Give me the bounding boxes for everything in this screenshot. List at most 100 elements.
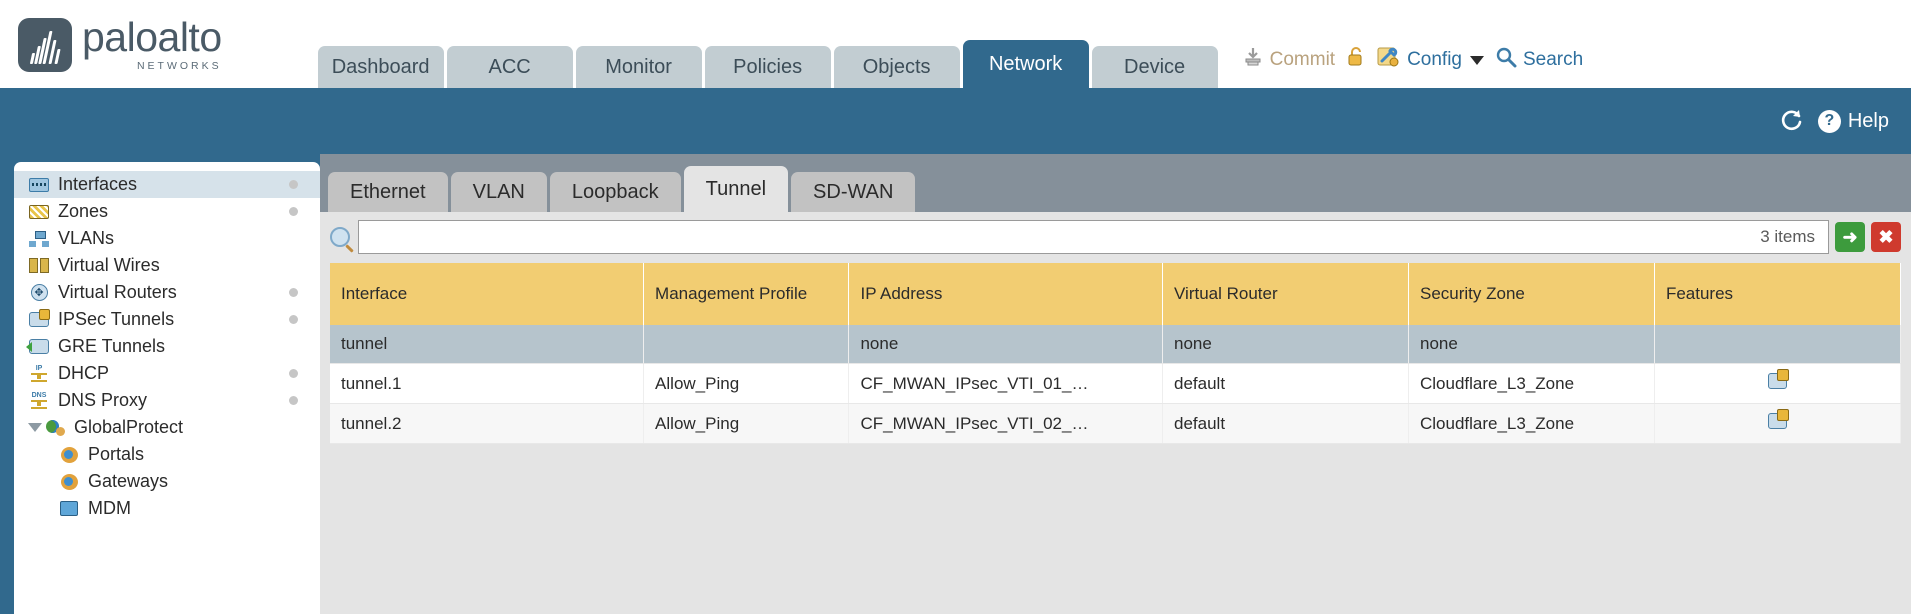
sidebar-item-label: Virtual Wires	[58, 255, 160, 275]
column-header-features[interactable]: Features	[1654, 263, 1902, 325]
cell-management-profile: Allow_Ping	[643, 363, 850, 404]
tab-tunnel[interactable]: Tunnel	[683, 166, 789, 212]
tab-sd-wan[interactable]: SD-WAN	[791, 172, 916, 212]
cell-security-zone: Cloudflare_L3_Zone	[1408, 403, 1655, 444]
interfaces-icon	[28, 176, 50, 194]
config-menu[interactable]: Config	[1377, 46, 1484, 74]
column-header-management-profile[interactable]: Management Profile	[643, 263, 850, 325]
sidebar-item-label: Interfaces	[58, 174, 138, 194]
sidebar-item-label: GRE Tunnels	[58, 336, 166, 356]
commit-label: Commit	[1269, 49, 1336, 70]
cell-management-profile	[643, 325, 850, 364]
commit-button[interactable]: Commit	[1242, 46, 1335, 74]
vlans-icon	[28, 230, 50, 248]
sidebar-item-portals[interactable]: Portals	[14, 441, 320, 468]
body: Interfaces Zones VLANs Virtual Wires ✥	[0, 154, 1911, 614]
tab-network[interactable]: Network	[962, 40, 1089, 88]
table-row[interactable]: tunnel.1 Allow_Ping CF_MWAN_IPsec_VTI_01…	[330, 363, 1902, 404]
portals-icon	[58, 446, 80, 464]
sidebar-item-label: Zones	[58, 201, 109, 221]
lock-icon[interactable]	[1346, 46, 1366, 74]
cell-virtual-router: default	[1162, 363, 1409, 404]
tab-objects[interactable]: Objects	[833, 46, 960, 88]
help-button[interactable]: ? Help	[1817, 109, 1889, 133]
chevron-down-icon[interactable]	[28, 423, 42, 432]
sidebar-item-label: VLANs	[58, 228, 115, 248]
status-dot	[289, 369, 298, 378]
sidebar-item-virtual-wires[interactable]: Virtual Wires	[14, 252, 320, 279]
cell-ip-address: CF_MWAN_IPsec_VTI_02_…	[848, 403, 1164, 444]
content-area: Ethernet VLAN Loopback Tunnel SD-WAN 3 i…	[320, 154, 1911, 614]
sidebar-item-ipsec-tunnels[interactable]: IPSec Tunnels	[14, 306, 320, 333]
chevron-down-icon	[1470, 55, 1484, 65]
sidebar-item-mdm[interactable]: MDM	[14, 495, 320, 522]
sidebar-item-virtual-routers[interactable]: ✥ Virtual Routers	[14, 279, 320, 306]
cell-ip-address: CF_MWAN_IPsec_VTI_01_…	[848, 363, 1164, 404]
cell-interface[interactable]: tunnel.1	[330, 363, 645, 404]
sidebar-item-interfaces[interactable]: Interfaces	[14, 171, 320, 198]
tab-ethernet[interactable]: Ethernet	[328, 172, 448, 212]
tunnel-table-container: Interface Management Profile IP Address …	[330, 263, 1902, 444]
tunnel-panel: 3 items ➜ ✖ Interface Management Profile	[320, 212, 1911, 614]
commit-icon	[1242, 46, 1264, 74]
sidebar-container: Interfaces Zones VLANs Virtual Wires ✥	[0, 154, 320, 614]
tab-vlan[interactable]: VLAN	[450, 172, 547, 212]
config-label: Config	[1407, 49, 1462, 70]
virtual-wires-icon	[28, 257, 50, 275]
search-button[interactable]: Search	[1495, 46, 1583, 74]
sidebar-item-label: GlobalProtect	[74, 417, 184, 437]
main-tab-bar: Dashboard ACC Monitor Policies Objects N…	[317, 40, 1218, 88]
tab-policies[interactable]: Policies	[704, 46, 831, 88]
help-circle-icon: ?	[1817, 109, 1841, 133]
virtual-routers-icon: ✥	[28, 284, 50, 302]
sidebar-item-gateways[interactable]: Gateways	[14, 468, 320, 495]
cell-interface[interactable]: tunnel	[330, 325, 645, 364]
sidebar-item-label: Virtual Routers	[58, 282, 177, 302]
column-header-ip-address[interactable]: IP Address	[848, 263, 1164, 325]
sidebar-item-label: MDM	[88, 498, 131, 518]
cell-features	[1654, 403, 1902, 444]
paloalto-logo-icon	[18, 18, 72, 72]
sidebar-item-dns-proxy[interactable]: DNS DNS Proxy	[14, 387, 320, 414]
ipsec-feature-icon	[1767, 409, 1789, 429]
sidebar-item-dhcp[interactable]: IP DHCP	[14, 360, 320, 387]
cell-security-zone: Cloudflare_L3_Zone	[1408, 363, 1655, 404]
sidebar-item-label: Gateways	[88, 471, 169, 491]
column-header-security-zone[interactable]: Security Zone	[1408, 263, 1655, 325]
column-header-virtual-router[interactable]: Virtual Router	[1162, 263, 1409, 325]
tab-monitor[interactable]: Monitor	[575, 46, 702, 88]
column-header-interface[interactable]: Interface	[330, 263, 645, 325]
sidebar: Interfaces Zones VLANs Virtual Wires ✥	[14, 162, 320, 614]
cell-security-zone: none	[1408, 325, 1655, 364]
app-header: paloalto NETWORKS Dashboard ACC Monitor …	[0, 0, 1911, 88]
brand-logo: paloalto NETWORKS	[18, 14, 222, 72]
brand-tagline: NETWORKS	[136, 59, 222, 72]
ipsec-tunnels-icon	[28, 309, 50, 329]
mdm-icon	[58, 500, 80, 518]
items-count-label: 3 items	[1760, 227, 1815, 246]
table-row[interactable]: tunnel.2 Allow_Ping CF_MWAN_IPsec_VTI_02…	[330, 403, 1902, 444]
search-input[interactable]	[358, 220, 1829, 254]
sidebar-item-vlans[interactable]: VLANs	[14, 225, 320, 252]
sidebar-item-globalprotect[interactable]: GlobalProtect	[14, 414, 320, 441]
cell-interface[interactable]: tunnel.2	[330, 403, 645, 444]
refresh-icon[interactable]	[1778, 107, 1804, 136]
status-dot	[289, 288, 298, 297]
tab-acc[interactable]: ACC	[446, 46, 573, 88]
sidebar-item-label: DNS Proxy	[58, 390, 148, 410]
tab-loopback[interactable]: Loopback	[549, 172, 681, 212]
tab-device[interactable]: Device	[1091, 46, 1218, 88]
apply-filter-icon[interactable]: ➜	[1835, 222, 1865, 252]
status-dot	[289, 207, 298, 216]
clear-filter-icon[interactable]: ✖	[1871, 222, 1901, 252]
cell-features	[1654, 325, 1902, 364]
brand-name: paloalto	[82, 14, 222, 61]
sidebar-item-label: IPSec Tunnels	[58, 309, 175, 329]
search-magnifier-icon	[330, 227, 350, 247]
sidebar-item-zones[interactable]: Zones	[14, 198, 320, 225]
cell-features	[1654, 363, 1902, 404]
cell-virtual-router: default	[1162, 403, 1409, 444]
tab-dashboard[interactable]: Dashboard	[317, 46, 444, 88]
sidebar-item-gre-tunnels[interactable]: GRE Tunnels	[14, 333, 320, 360]
table-row[interactable]: tunnel none none none	[330, 325, 1902, 364]
